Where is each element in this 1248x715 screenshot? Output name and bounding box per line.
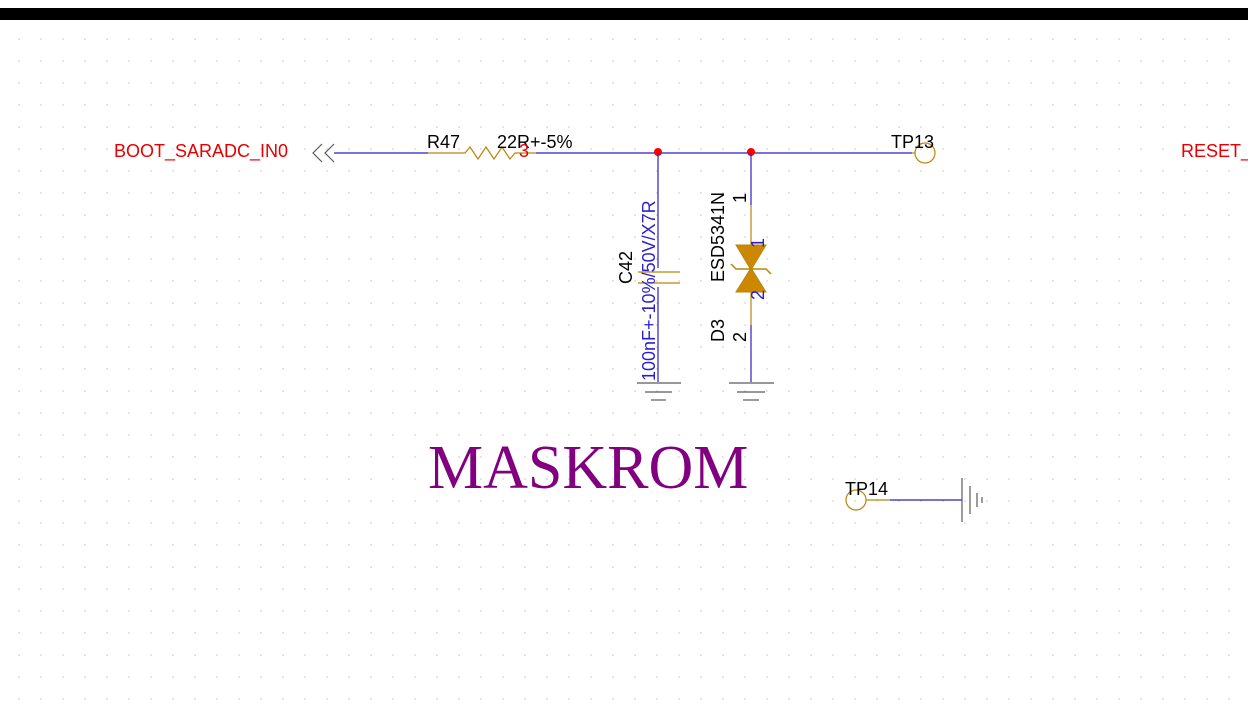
top-border-bar: [0, 8, 1248, 20]
diode-pin1-inner: 1: [748, 238, 768, 248]
diode-pin1-outer: 1: [730, 193, 750, 203]
capacitor-ref-label: C42: [616, 251, 636, 284]
resistor-pin-number: 3: [519, 141, 529, 161]
resistor-ref-label: R47: [427, 132, 460, 152]
resistor-value-label: 22R+-5%: [497, 132, 573, 152]
offpage-connector-icon[interactable]: [312, 143, 335, 163]
net-label-reset[interactable]: RESET_: [1181, 141, 1248, 162]
diode-pin2-inner: 2: [748, 290, 768, 300]
testpoint-tp13-label: TP13: [891, 132, 934, 152]
diode-ref-label: D3: [708, 319, 728, 342]
ground-icon: [961, 478, 983, 522]
ground-icon: [637, 382, 681, 401]
diode-part-label: ESD5341N: [708, 192, 728, 282]
net-label-boot-saradc[interactable]: BOOT_SARADC_IN0: [114, 141, 288, 162]
block-title-maskrom: MASKROM: [428, 434, 748, 502]
resistor-r47[interactable]: [428, 145, 536, 161]
testpoint-tp14[interactable]: [845, 489, 962, 511]
diode-pin2-outer: 2: [730, 332, 750, 342]
ground-icon: [729, 382, 774, 401]
testpoint-tp14-label: TP14: [845, 479, 888, 499]
junction-dot: [654, 148, 662, 156]
capacitor-value-label: 100nF+-10%/50V/X7R: [639, 200, 659, 381]
tvs-diode-d3[interactable]: [730, 153, 772, 382]
capacitor-c42[interactable]: [638, 153, 680, 382]
testpoint-tp13[interactable]: [912, 142, 936, 164]
junction-dot: [747, 148, 755, 156]
